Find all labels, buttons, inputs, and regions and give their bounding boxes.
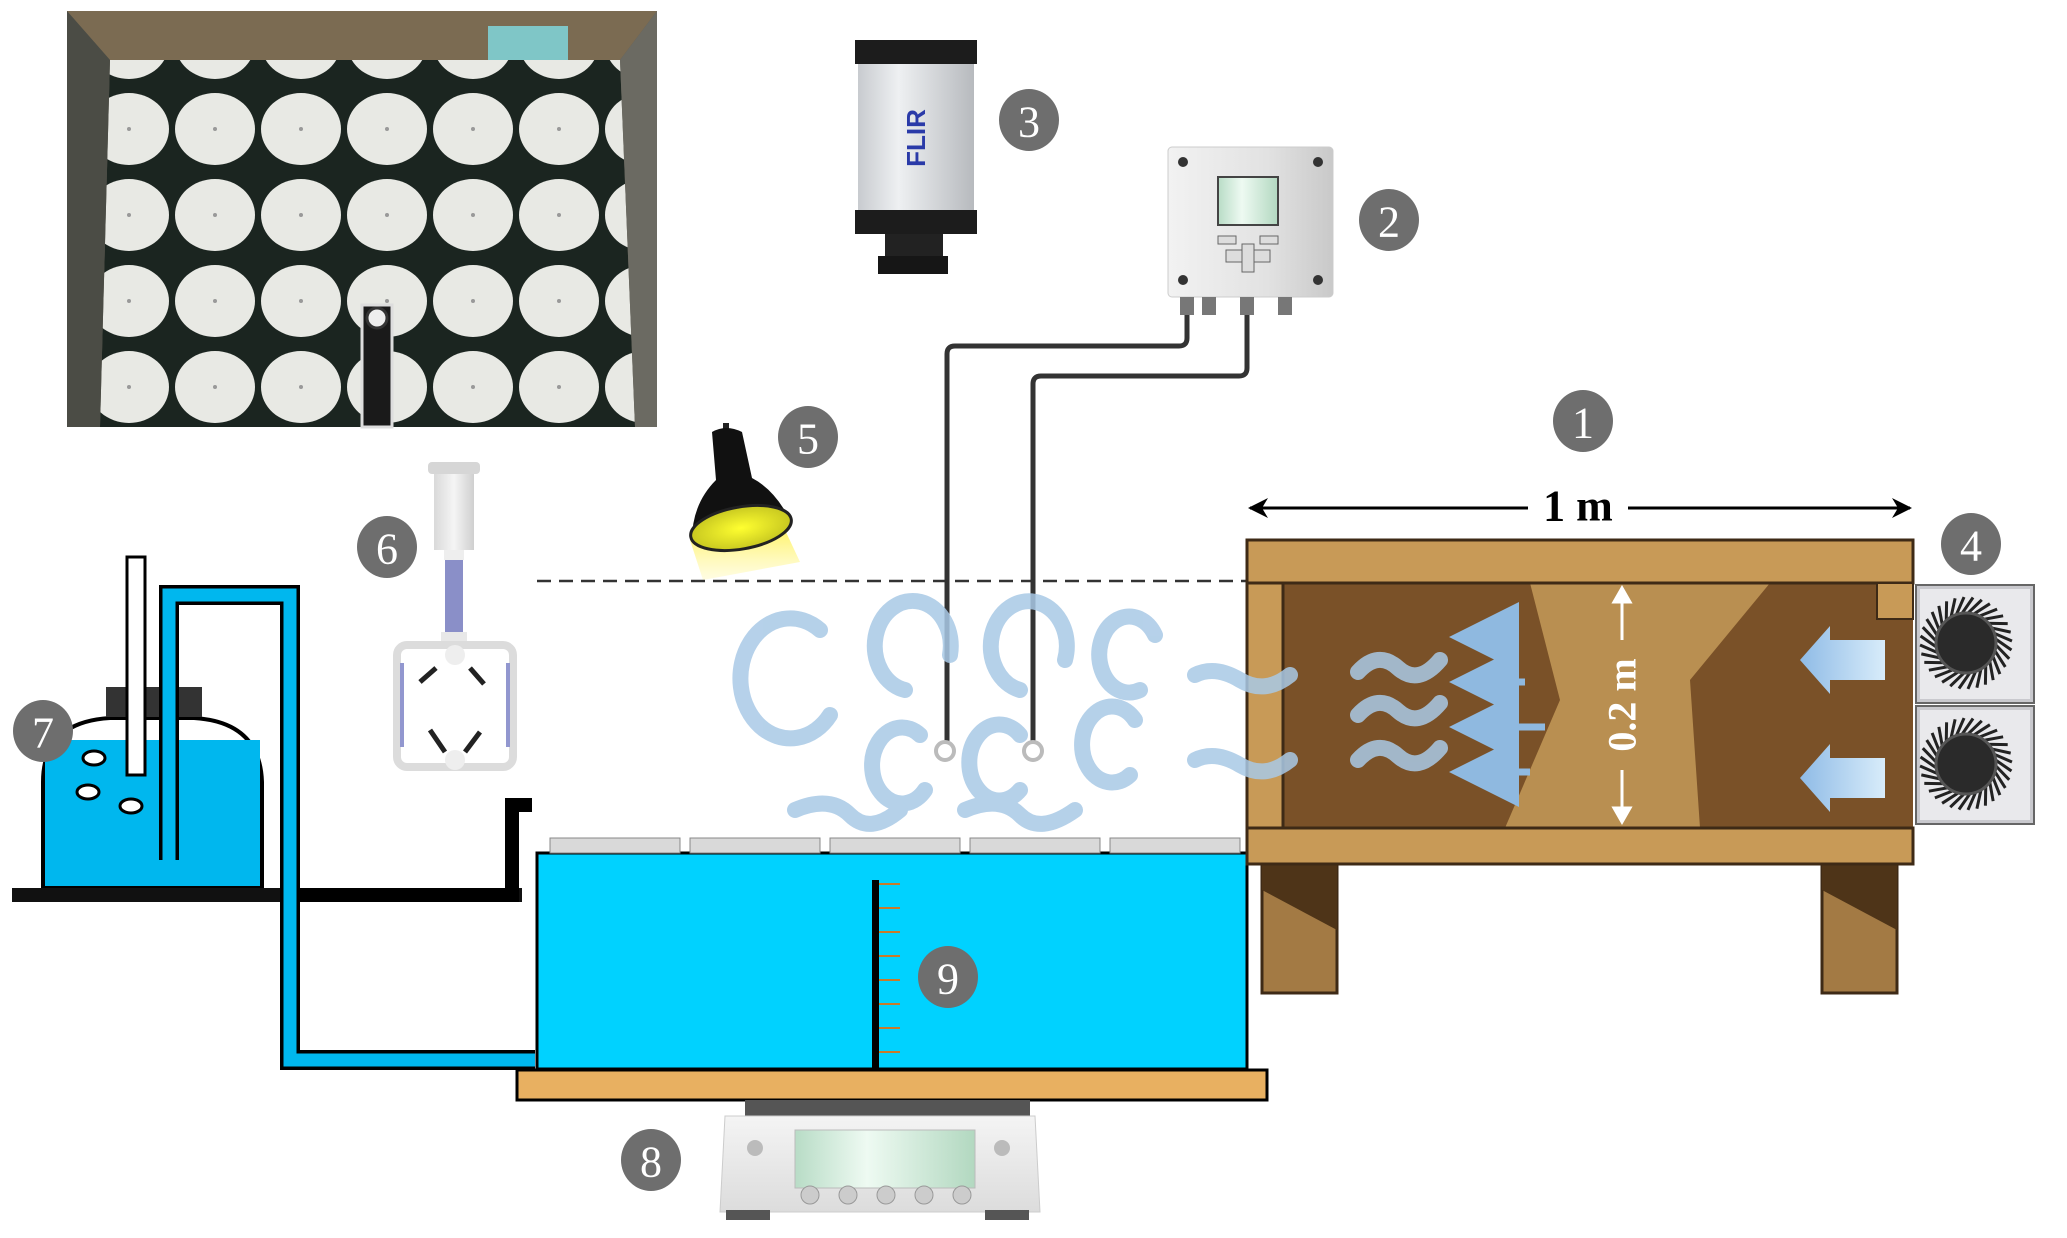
sensor-ball-2 <box>1022 740 1044 762</box>
water-reservoir <box>41 555 264 890</box>
height-dimension <box>1611 584 1633 826</box>
thermal-camera: FLIR <box>855 40 977 274</box>
callout-label-4: 4 <box>1941 513 2001 575</box>
callout-number: 5 <box>797 415 819 464</box>
anemometer-probe <box>393 462 517 771</box>
lamp <box>689 423 800 580</box>
length-dimension: 1 m <box>1248 482 1912 531</box>
callout-number: 2 <box>1378 198 1400 247</box>
inflow-arrow-icon <box>1800 744 1885 812</box>
logger-screen <box>1217 176 1279 226</box>
supply-pipe <box>162 588 535 1067</box>
inflow-arrow-icon <box>1800 626 1885 694</box>
drain-pipe <box>300 798 532 902</box>
photo-sensor-box <box>488 26 568 60</box>
support-board <box>515 1068 1269 1102</box>
evaporation-tank <box>535 837 1249 1071</box>
callout-number: 8 <box>640 1138 662 1187</box>
callout-label-2: 2 <box>1359 189 1419 251</box>
callout-number: 4 <box>1960 522 1982 571</box>
wind-tunnel: 0.2 m <box>1245 538 1915 995</box>
photo-inset <box>67 11 657 429</box>
length-label: 1 m <box>1543 482 1613 531</box>
callout-label-5: 5 <box>778 406 838 468</box>
callout-label-3: 3 <box>999 89 1059 151</box>
callout-label-7: 7 <box>13 700 73 762</box>
sensor-ball-1 <box>934 740 956 762</box>
callout-number: 1 <box>1572 399 1594 448</box>
fan-icon <box>1915 584 2035 704</box>
water-level-ruler <box>872 880 900 1068</box>
air-flow-swirls <box>732 592 1298 832</box>
sensor-cables <box>944 315 1250 742</box>
callout-label-6: 6 <box>357 516 417 578</box>
callout-label-9: 9 <box>918 946 978 1008</box>
callout-label-1: 1 <box>1553 390 1613 452</box>
callout-number: 9 <box>937 955 959 1004</box>
callout-label-8: 8 <box>621 1129 681 1191</box>
weighing-scale <box>719 1100 1041 1220</box>
data-logger <box>1167 146 1334 315</box>
height-label: 0.2 m <box>1600 658 1645 751</box>
callout-number: 3 <box>1018 98 1040 147</box>
fans <box>1915 584 2035 825</box>
callout-number: 6 <box>376 525 398 574</box>
camera-brand-label: FLIR <box>901 109 931 167</box>
callout-labels: 1 2 3 4 5 6 7 8 9 <box>13 89 2001 1191</box>
fan-icon <box>1915 705 2035 825</box>
callout-number: 7 <box>32 709 54 758</box>
